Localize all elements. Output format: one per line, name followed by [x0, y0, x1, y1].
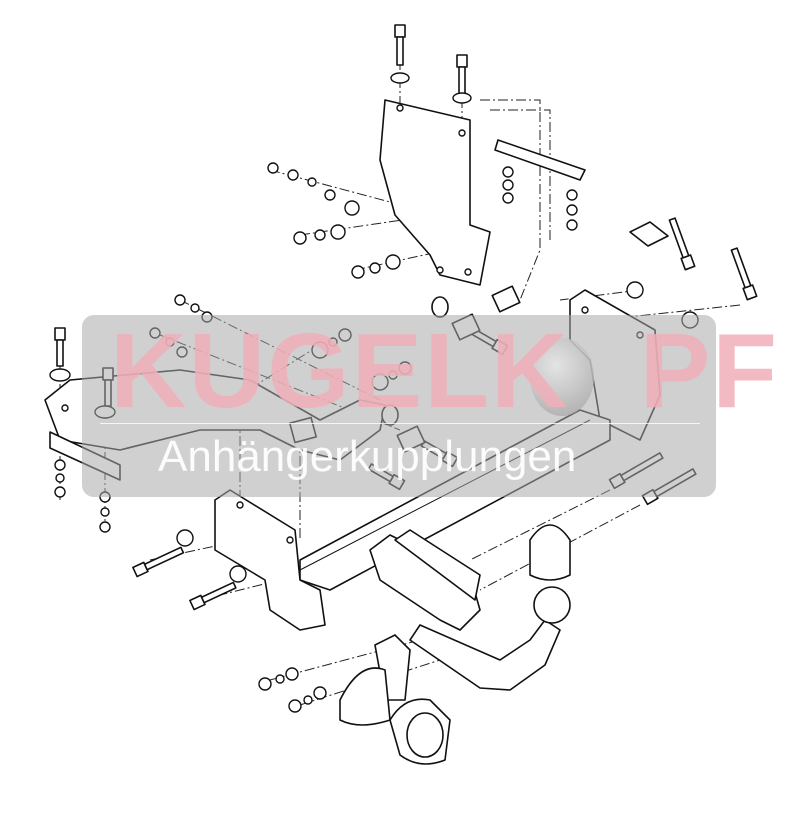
bolt	[54, 327, 66, 367]
bolt	[394, 24, 406, 66]
ball-neck	[409, 619, 561, 691]
bolt	[132, 546, 185, 578]
square-plate	[629, 221, 669, 247]
socket-flange	[339, 667, 391, 726]
bolt	[668, 217, 696, 271]
bolt	[456, 54, 468, 96]
strap-plate	[494, 139, 586, 181]
left-end-plate	[214, 489, 326, 631]
watermark-banner	[82, 315, 716, 497]
watermark-title-right: PF	[639, 312, 780, 430]
bolt	[189, 581, 237, 611]
bolt	[730, 247, 758, 301]
watermark-ball-logo	[530, 338, 594, 416]
watermark-title-left: KUGELK	[110, 312, 570, 430]
watermark-divider	[100, 423, 700, 424]
ball-cap	[529, 524, 571, 581]
watermark-subtitle: Anhängerkupplungen	[158, 432, 577, 481]
tow-ball	[533, 586, 571, 624]
upper-mounting-bracket	[379, 99, 491, 286]
